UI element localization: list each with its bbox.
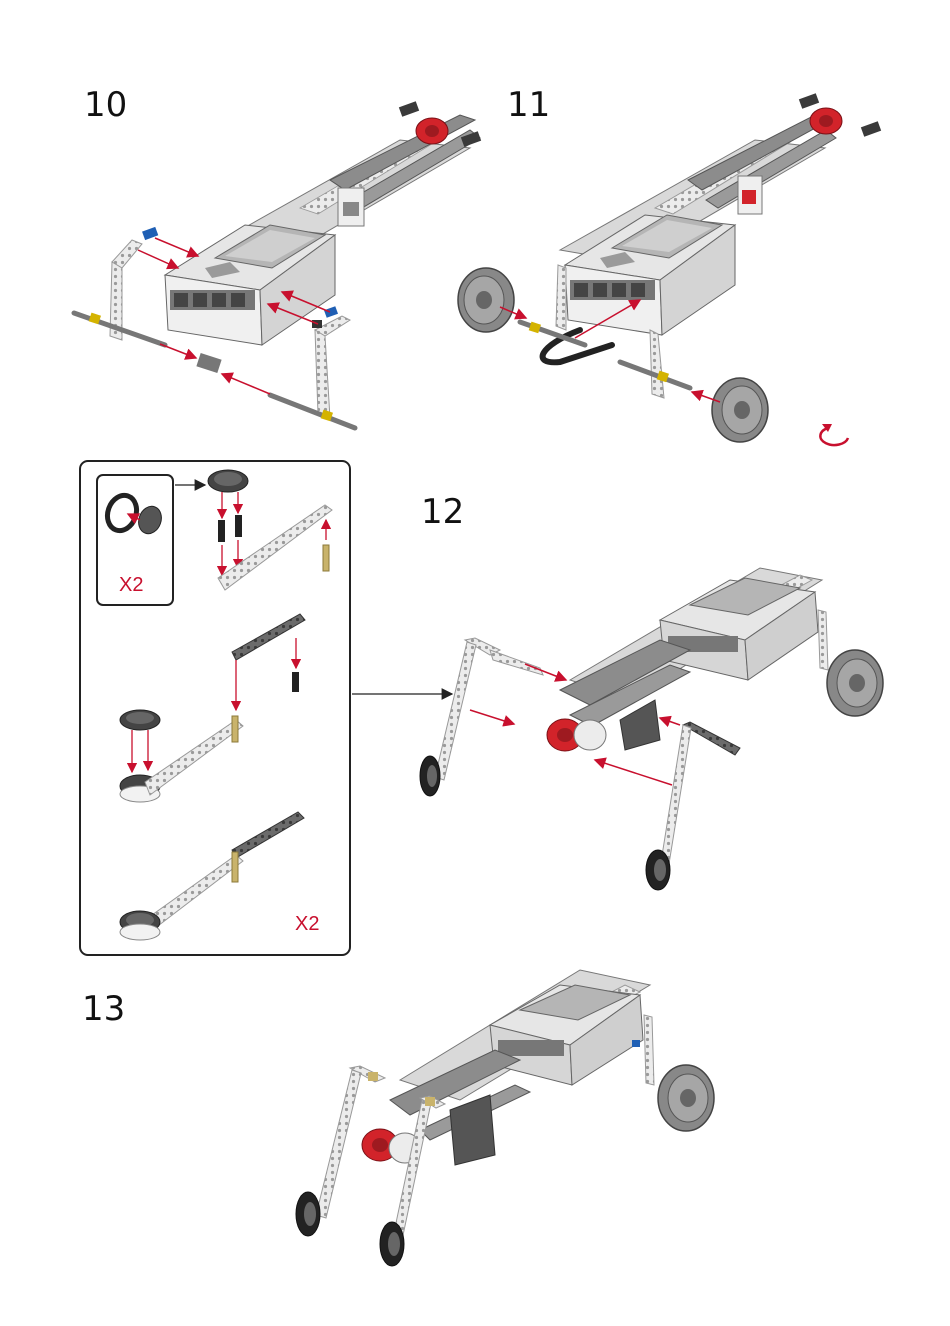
subassembly-panel: [79, 460, 351, 956]
step-number-12: 12: [421, 492, 465, 532]
inner-multiplier-label: X2: [119, 574, 144, 596]
step-number-13: 13: [82, 989, 126, 1029]
step-10-illustration: [71, 101, 482, 431]
subassembly-inner-panel: [96, 474, 174, 606]
wheel-left: [457, 267, 515, 333]
step-number-11: 11: [507, 85, 551, 125]
outer-multiplier-label: X2: [295, 913, 320, 935]
step-13-illustration: [295, 969, 715, 1267]
step-number-10: 10: [84, 85, 128, 125]
step-11-illustration: [457, 93, 882, 447]
subassembly-illustration: [104, 469, 333, 941]
step-12-illustration: [419, 567, 884, 891]
wheel-right: [711, 377, 769, 443]
rotate-icon: [819, 424, 850, 447]
